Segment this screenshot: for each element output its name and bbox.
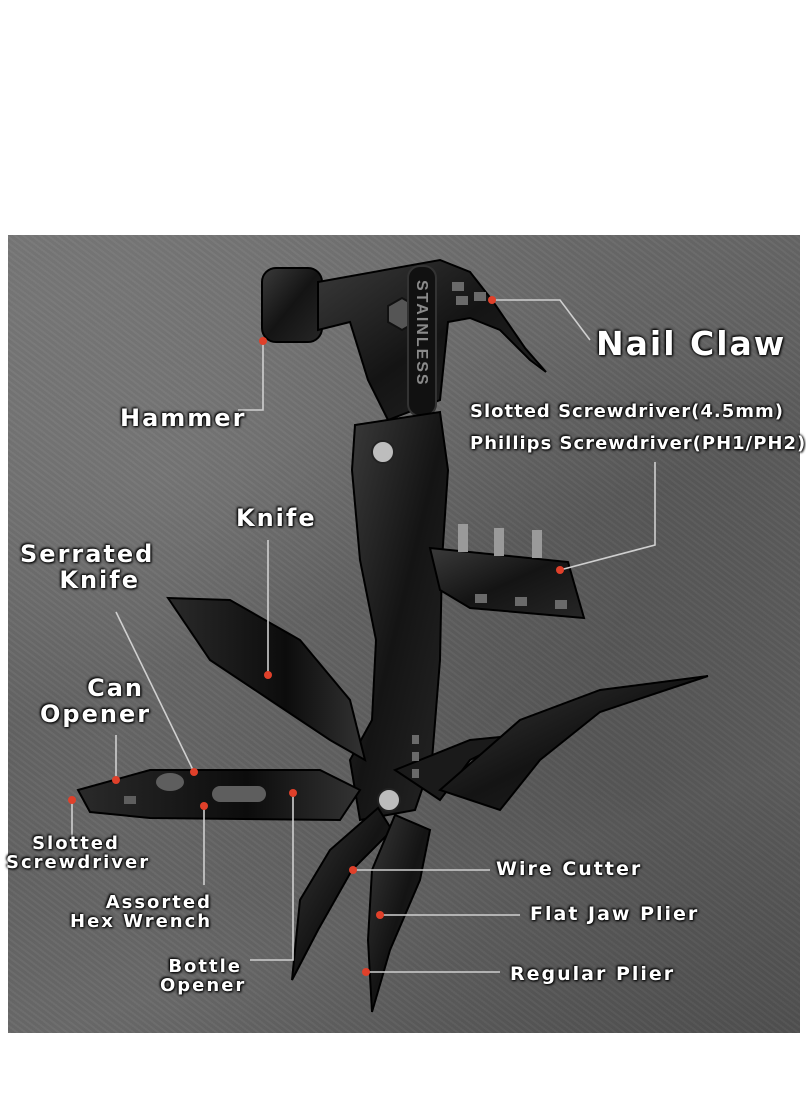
label-nail-claw: Nail Claw xyxy=(596,324,787,363)
label-flat-jaw-plier: Flat Jaw Plier xyxy=(530,903,700,925)
label-bottle-opener-line1: Bottle xyxy=(168,956,242,977)
bit-holder xyxy=(428,524,586,620)
label-phillips-screwdriver-bit: Phillips Screwdriver(PH1/PH2) xyxy=(470,433,806,454)
dot-regular-plier xyxy=(362,968,370,976)
label-regular-plier: Regular Plier xyxy=(510,963,676,985)
hammer-head xyxy=(261,258,547,422)
label-slotted-screwdriver: Slotted Screwdriver xyxy=(6,833,151,874)
dot-knife xyxy=(264,671,272,679)
dot-bottle-opener xyxy=(289,789,297,797)
label-slotted-screwdriver-line1: Slotted xyxy=(32,833,120,854)
tool-handle xyxy=(348,410,521,822)
label-knife: Knife xyxy=(236,504,317,532)
label-can-opener: Can Opener xyxy=(40,674,152,728)
stainless-stamp: STAINLESS xyxy=(413,280,430,387)
dot-can-opener xyxy=(112,776,120,784)
label-wire-cutter: Wire Cutter xyxy=(496,858,643,880)
callout-lines xyxy=(71,299,656,973)
dot-serrated-knife xyxy=(190,768,198,776)
dot-hex-wrench xyxy=(200,802,208,810)
dot-wire-cutter xyxy=(349,866,357,874)
callout-dots xyxy=(68,296,564,976)
label-bottle-opener-line2: Opener xyxy=(160,975,247,997)
label-bottle-opener: Bottle Opener xyxy=(160,956,247,997)
label-can-opener-line2: Opener xyxy=(40,699,152,728)
label-hex-wrench: Assorted Hex Wrench xyxy=(70,893,212,932)
plier-jaws xyxy=(291,806,432,1013)
dot-hammer xyxy=(259,337,267,345)
label-hammer: Hammer xyxy=(120,404,247,432)
label-serrated-knife: Serrated Knife xyxy=(20,540,155,594)
dot-screwdriver-bits xyxy=(556,566,564,574)
label-can-opener-line1: Can xyxy=(87,674,144,702)
label-hex-wrench-line1: Assorted xyxy=(105,892,212,913)
label-slotted-screwdriver-line2: Screwdriver xyxy=(6,852,151,874)
label-serrated-knife-line2: Knife xyxy=(59,565,140,594)
knife-blade xyxy=(166,596,367,763)
label-slotted-screwdriver-bit: Slotted Screwdriver(4.5mm) xyxy=(470,401,785,422)
label-hex-wrench-line2: Hex Wrench xyxy=(70,911,213,933)
dot-flat-jaw-plier xyxy=(376,911,384,919)
multi-tool-blade xyxy=(76,769,362,822)
dot-slotted-screwdriver xyxy=(68,796,76,804)
label-serrated-knife-line1: Serrated xyxy=(20,540,155,568)
dot-nail-claw xyxy=(488,296,496,304)
plier-handle xyxy=(438,675,709,812)
